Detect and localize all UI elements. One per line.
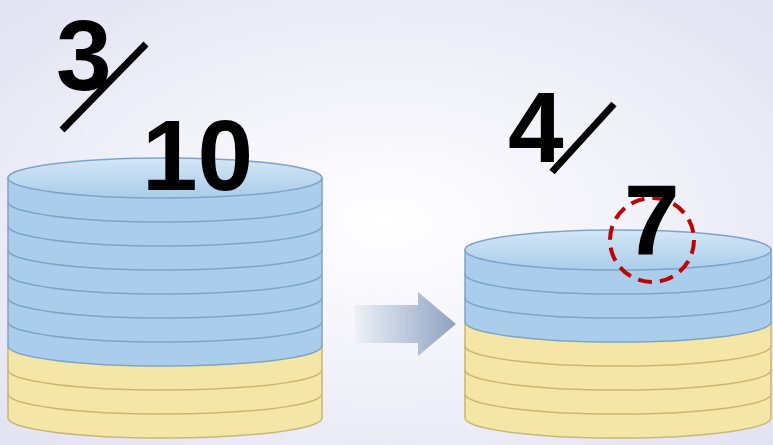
fraction-number: 10: [142, 105, 253, 205]
disc-top: [465, 230, 771, 270]
disc-stack: [8, 158, 771, 438]
transition-arrow: [355, 292, 456, 356]
fraction-number: 3: [56, 5, 112, 105]
fraction-number: 4: [508, 77, 564, 177]
fraction-number: 7: [624, 170, 680, 270]
